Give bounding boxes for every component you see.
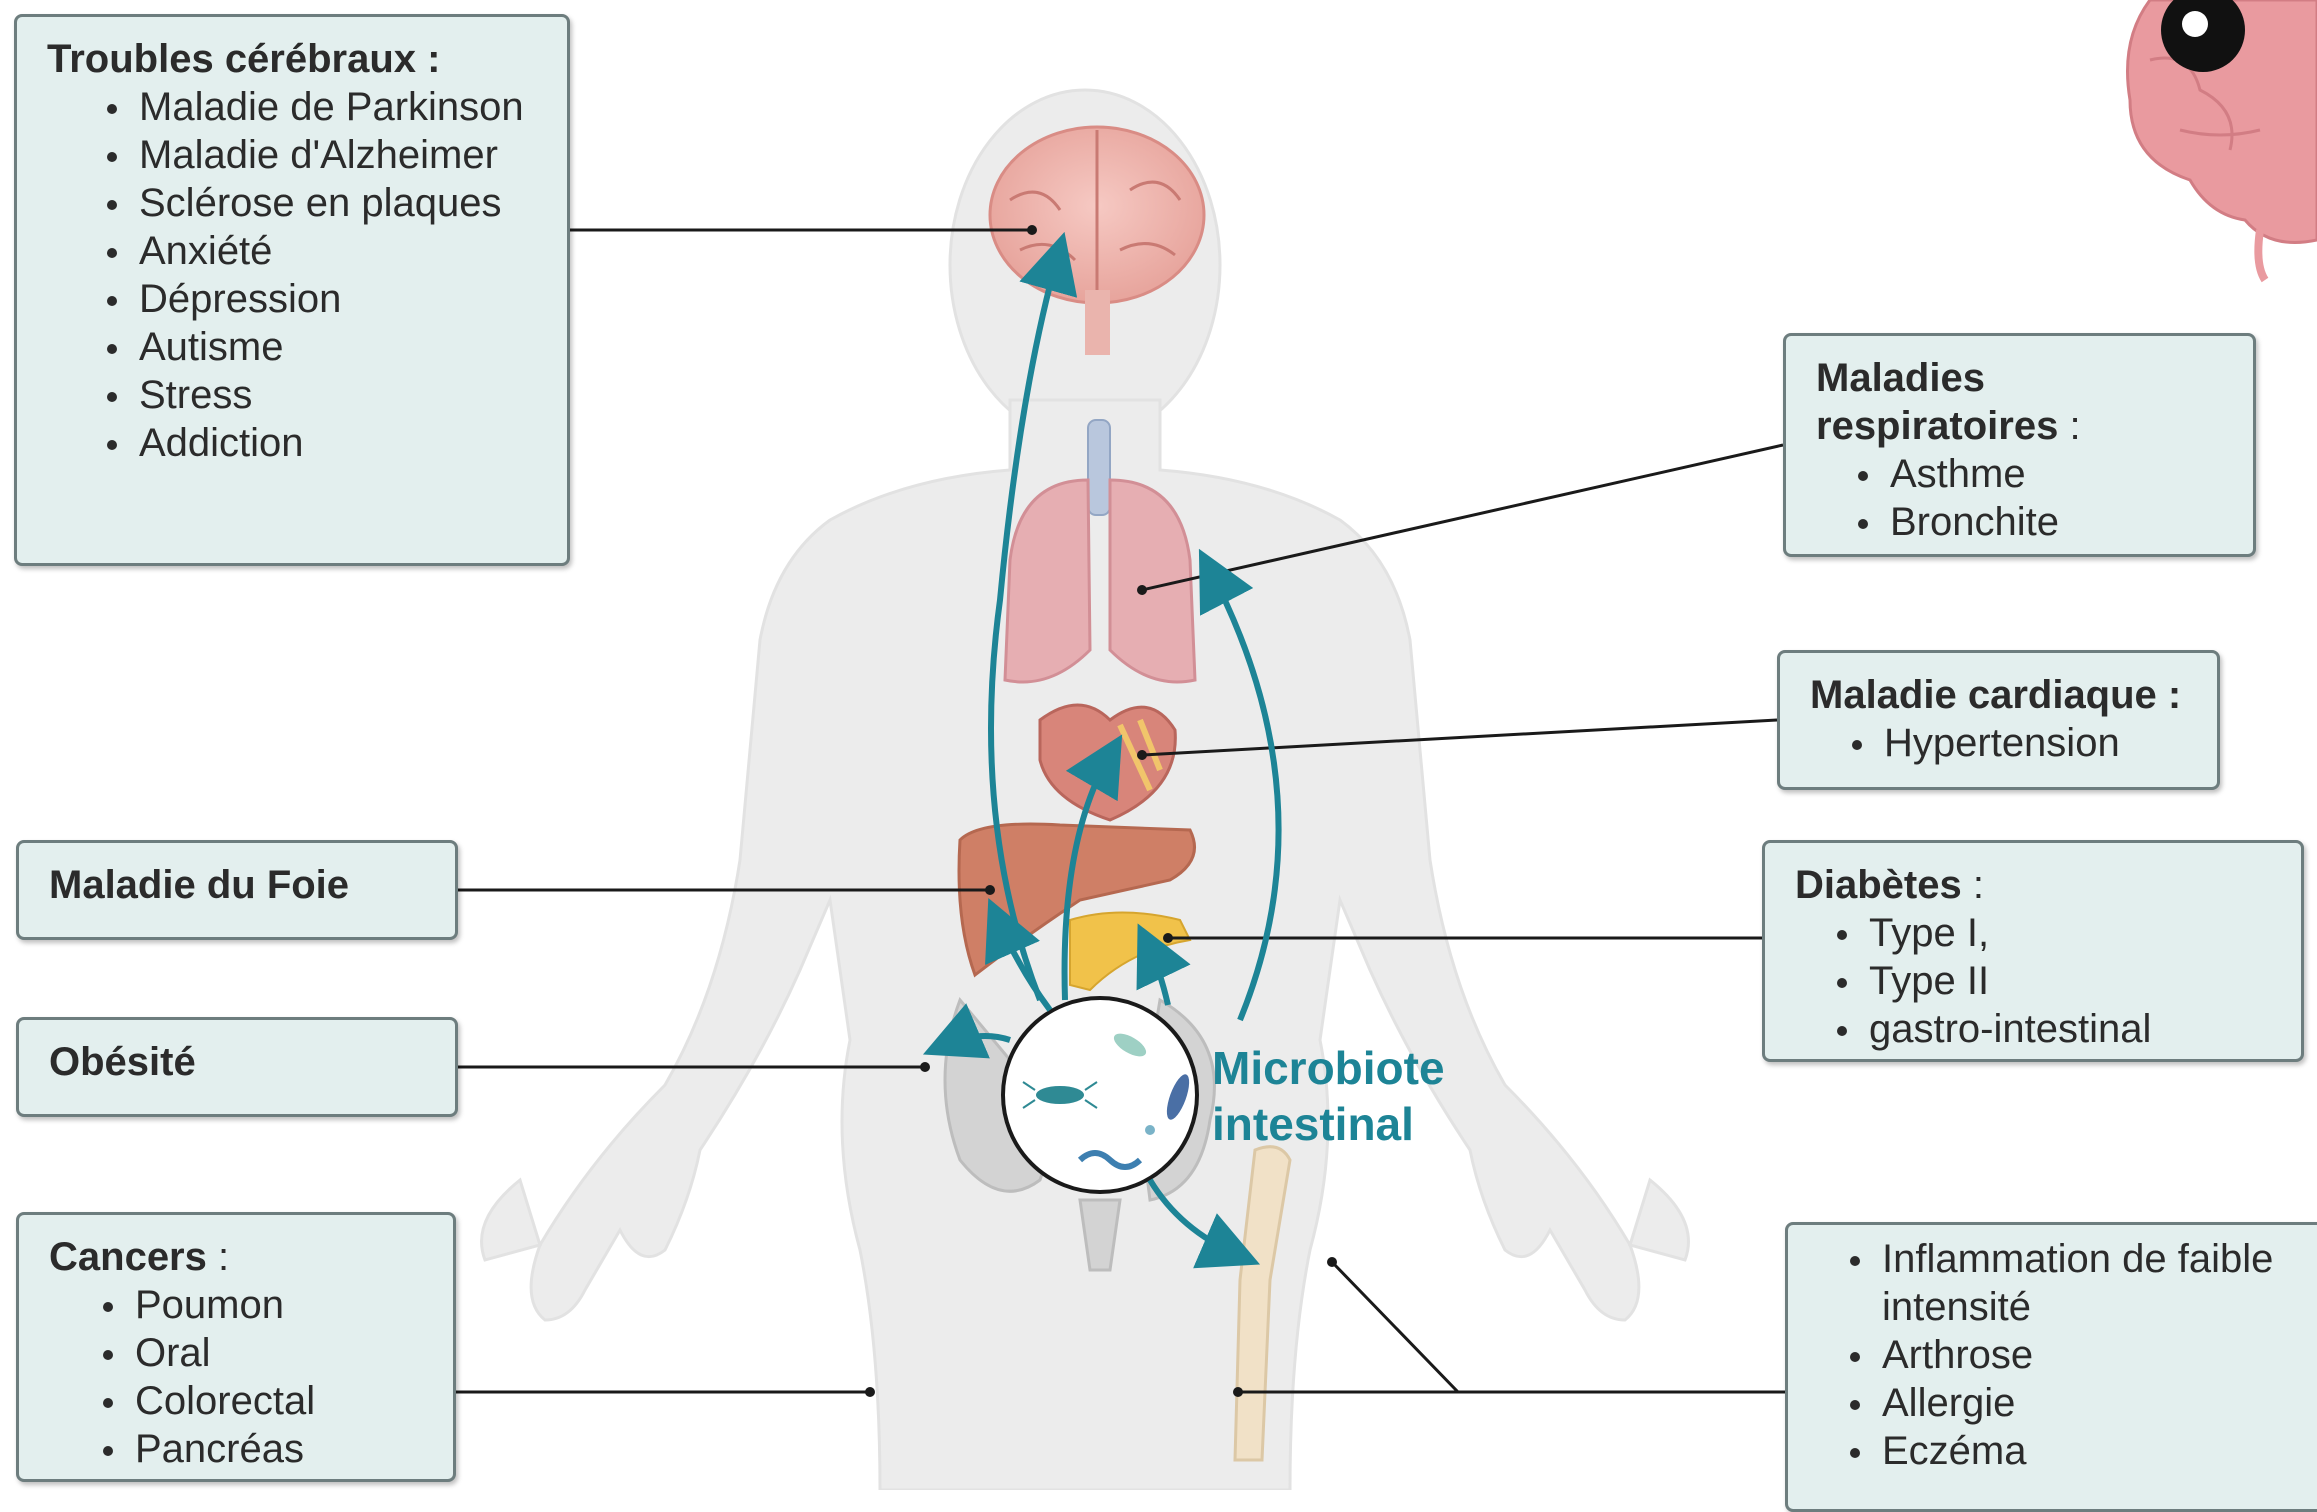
box-cancers-title-text: Cancers [49, 1235, 207, 1279]
box-inflammation-list: Inflammation de faible intensité Arthros… [1818, 1235, 2316, 1475]
list-item: Addiction [107, 419, 541, 467]
box-obesity-title: Obésité [49, 1038, 429, 1086]
box-diabetes-title-text: Diabètes [1795, 863, 1962, 907]
list-item: Asthme [1858, 450, 2227, 498]
microbiote-label: Microbiote intestinal [1212, 1040, 1445, 1152]
box-heart-disease: Maladie cardiaque : Hypertension [1777, 650, 2220, 790]
list-item: Type I, [1837, 909, 2275, 957]
title-colon: : [2058, 404, 2080, 448]
list-item: Anxiété [107, 227, 541, 275]
list-item: Maladie d'Alzheimer [107, 131, 541, 179]
box-diabetes-list: Type I, Type II gastro-intestinal [1795, 909, 2275, 1053]
box-respiratory: Maladies respiratoires : Asthme Bronchit… [1783, 333, 2256, 557]
list-item: Oral [103, 1329, 427, 1377]
list-item: Colorectal [103, 1377, 427, 1425]
list-item: gastro-intestinal [1837, 1005, 2275, 1053]
list-item: Type II [1837, 957, 2275, 1005]
box-respiratory-title: Maladies respiratoires : [1816, 354, 2227, 450]
box-inflammation: Inflammation de faible intensité Arthros… [1785, 1222, 2317, 1512]
box-obesity: Obésité [16, 1017, 458, 1117]
list-item: Arthrose [1850, 1331, 2316, 1379]
box-cancers-title: Cancers : [49, 1233, 427, 1281]
box-brain-title: Troubles cérébraux : [47, 35, 541, 83]
box-diabetes-title: Diabètes : [1795, 861, 2275, 909]
trachea [1088, 420, 1110, 515]
box-brain-disorders: Troubles cérébraux : Maladie de Parkinso… [14, 14, 570, 566]
microbiote-circle [1003, 998, 1197, 1192]
title-colon: : [207, 1235, 229, 1279]
list-item: Stress [107, 371, 541, 419]
box-heart-list: Hypertension [1810, 719, 2191, 767]
intestine-illustration [2128, 0, 2317, 280]
box-cancers-list: Poumon Oral Colorectal Pancréas [49, 1281, 427, 1473]
box-cancers: Cancers : Poumon Oral Colorectal Pancréa… [16, 1212, 456, 1482]
list-item: Hypertension [1852, 719, 2191, 767]
list-item: Bronchite [1858, 498, 2227, 546]
box-brain-list: Maladie de Parkinson Maladie d'Alzheimer… [47, 83, 541, 467]
list-item: Pancréas [103, 1425, 427, 1473]
box-respiratory-list: Asthme Bronchite [1816, 450, 2227, 546]
list-item: Allergie [1850, 1379, 2316, 1427]
list-item: Eczéma [1850, 1427, 2316, 1475]
box-diabetes: Diabètes : Type I, Type II gastro-intest… [1762, 840, 2304, 1062]
box-heart-title: Maladie cardiaque : [1810, 671, 2191, 719]
list-item: Dépression [107, 275, 541, 323]
list-item: Sclérose en plaques [107, 179, 541, 227]
box-liver-title: Maladie du Foie [49, 861, 429, 909]
list-item: Inflammation de faible intensité [1850, 1235, 2316, 1331]
connector-inflammation [1332, 1262, 1785, 1392]
box-liver-disease: Maladie du Foie [16, 840, 458, 940]
list-item: Maladie de Parkinson [107, 83, 541, 131]
list-item: Poumon [103, 1281, 427, 1329]
list-item: Autisme [107, 323, 541, 371]
title-colon: : [1962, 863, 1984, 907]
box-respiratory-title-text: Maladies respiratoires [1816, 356, 2058, 448]
